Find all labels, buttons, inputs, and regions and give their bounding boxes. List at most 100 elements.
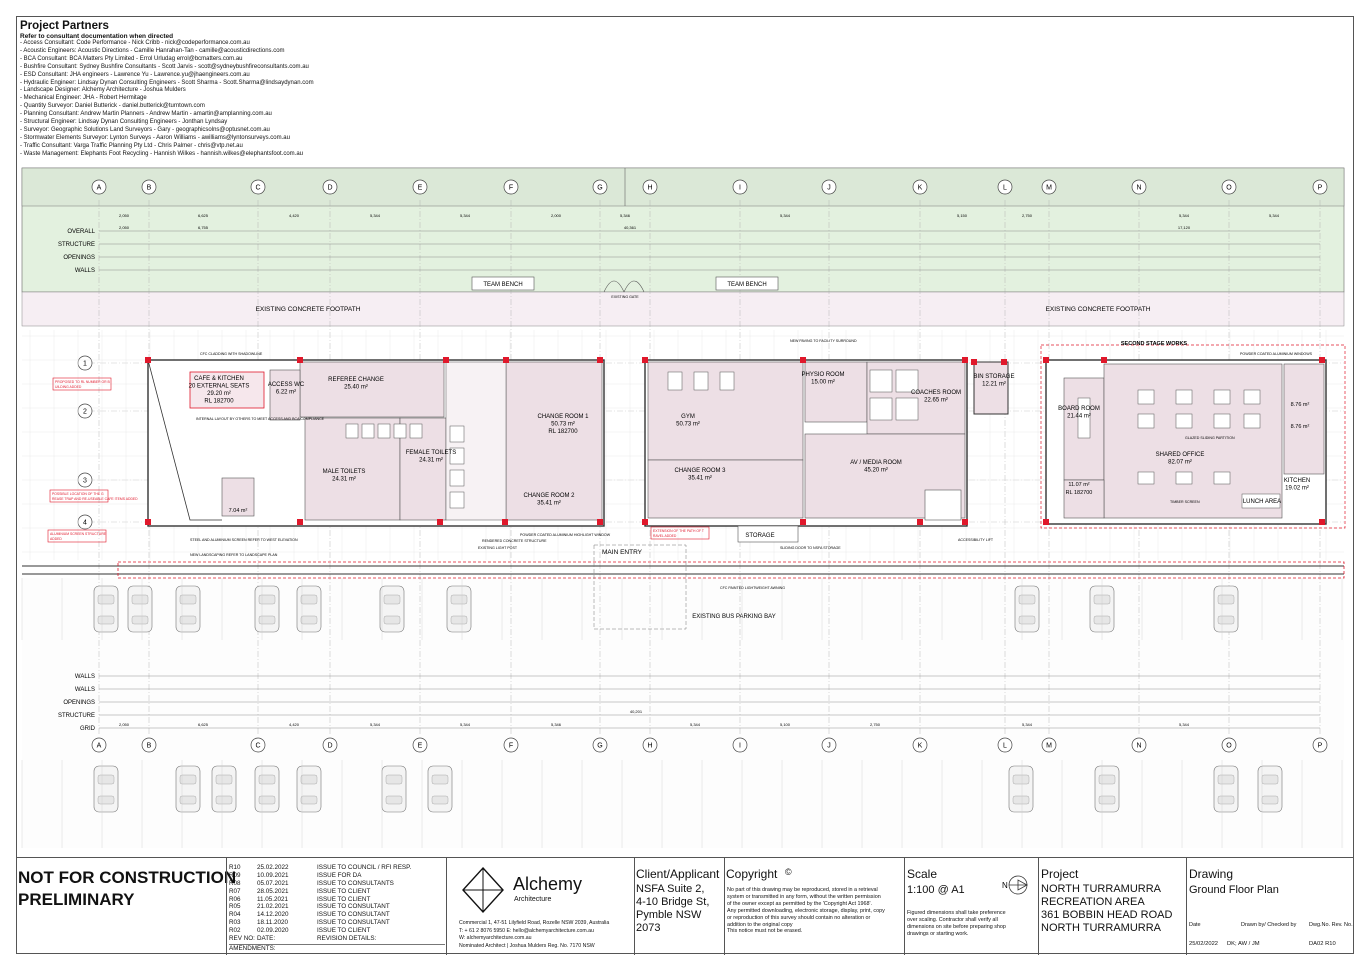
dimension-row-label: GRID: [80, 726, 96, 732]
office-desk: [1213, 413, 1231, 429]
column-marker: [443, 357, 449, 363]
room-label: GYM: [681, 414, 695, 420]
footpath-band: [21, 291, 1345, 327]
room-label: 82.07 m²: [1168, 460, 1192, 466]
parked-car: [254, 585, 280, 633]
grid-bubble: [91, 179, 107, 195]
parked-car-windscreen: [1018, 594, 1036, 605]
toilet-cubicle: [449, 469, 465, 487]
parked-car: [1094, 765, 1120, 813]
parked-car-rear-window: [431, 795, 449, 805]
grid-letter: I: [739, 743, 741, 750]
scale-title: Scale: [907, 867, 938, 881]
room-label: ACCESS WC: [268, 382, 305, 388]
room-label: FEMALE TOILETS: [406, 450, 456, 456]
scale-note: Figured dimensions shall take preference…: [907, 910, 1006, 938]
parked-car-windscreen: [1098, 774, 1116, 785]
grid-letter: A: [97, 185, 102, 192]
drawn-value: DK; AW / JM: [1227, 941, 1260, 947]
parked-car-windscreen: [431, 774, 449, 785]
grid-letter: F: [509, 185, 513, 192]
dimension-value: 2,000: [551, 213, 562, 218]
dimension-row-label: OVERALL: [67, 229, 95, 235]
storage-label: STORAGE: [745, 533, 774, 539]
revision-cell-c1: R08: [229, 879, 241, 887]
grid-bubble: [91, 737, 107, 753]
parked-car: [296, 585, 322, 633]
status-line-2: PRELIMINARY: [18, 890, 135, 909]
plan-note: INTERNAL LAYOUT BY OTHERS TO MEET ACCESS…: [196, 417, 325, 421]
revision-cell-c3: ISSUE FOR DA: [317, 871, 362, 879]
room-label: SHARED OFFICE: [1156, 452, 1205, 458]
dimension-value: 2,050: [119, 213, 130, 218]
dimension-row-label: STRUCTURE: [58, 242, 95, 248]
plan-note: POWDER COATED ALUMINIUM HIGHLIGHT WINDOW: [520, 533, 611, 537]
revision-cell-c3: REVISION DETAILS:: [317, 935, 377, 943]
grid-bubble: [912, 737, 928, 753]
dwg-label: Dwg.No. Rev. No.: [1309, 922, 1353, 928]
parked-car-windscreen: [258, 594, 276, 605]
copyright-line-3: Any permitted downloading, electronic st…: [727, 907, 885, 914]
firm-cell: Alchemy Architecture Commercial 1, 47-51…: [446, 858, 634, 955]
plan-note: POWDER COATED ALUMINIUM WINDOWS: [1240, 352, 1313, 356]
room-label: 15.00 m²: [811, 380, 835, 386]
column-marker: [971, 359, 977, 365]
grid-letter: O: [1226, 743, 1232, 750]
parked-car-rear-window: [300, 615, 318, 625]
grid-letter: J: [827, 185, 831, 192]
dimension-value: 5,150: [957, 213, 968, 218]
grid-number: 2: [83, 409, 87, 416]
revision-cell-c2: DATE:: [257, 935, 276, 943]
revision-cell-c1: R10: [229, 864, 241, 871]
plan-note: EXISTING LIGHT POST: [478, 546, 518, 550]
room-label: RL 182700: [548, 429, 578, 435]
grid-bubble: [322, 179, 338, 195]
dimension-value: 5,344: [1022, 722, 1033, 727]
parked-car-rear-window: [1261, 795, 1279, 805]
dimension-value: 2,750: [870, 722, 881, 727]
grid-letter: N: [1136, 743, 1141, 750]
grid-number: 1: [83, 361, 87, 368]
toilet-cubicle: [345, 423, 359, 439]
desk: [869, 397, 893, 421]
revision-cell-c3: ISSUE TO CLIENT: [317, 927, 371, 935]
parked-car-windscreen: [300, 594, 318, 605]
red-note: PROPOSED TO RL NUMBER OR B: [55, 380, 111, 384]
parked-car-windscreen: [215, 774, 233, 785]
parked-car-rear-window: [179, 795, 197, 805]
office-desk: [1243, 389, 1261, 405]
scale-note-line-0: Figured dimensions shall take preference: [907, 910, 1006, 916]
plan-note: CFC CLADDING WITH SHADOWLINE: [200, 352, 263, 356]
toilet-cubicle: [449, 425, 465, 443]
building-block-central: [644, 359, 968, 543]
client-line-3: 2073: [636, 922, 661, 934]
grid-letter: K: [918, 185, 923, 192]
grid-letter: N: [1136, 185, 1141, 192]
parked-car-windscreen: [179, 594, 197, 605]
client-line-1: 4-10 Bridge St,: [636, 896, 710, 908]
grid-bubble: [912, 179, 928, 195]
firm-line: T: + 61 2 8076 5950 E: hello@alchemyarch…: [459, 927, 594, 934]
gym-equipment: [693, 371, 709, 391]
room-label: 6.22 m²: [276, 390, 296, 396]
room-label: CHANGE ROOM 3: [674, 468, 726, 474]
column-marker: [297, 519, 303, 525]
board-table: [1077, 397, 1091, 439]
office-desk: [1137, 471, 1155, 485]
grid-bubble: [1131, 179, 1147, 195]
scale-note-line-2: dimensions on site before preparing shop: [907, 923, 1006, 930]
red-note-box: [650, 526, 710, 540]
firm-name: Alchemy: [513, 874, 583, 894]
grid-letter: M: [1046, 743, 1052, 750]
parked-car: [93, 585, 119, 633]
partner-item: - Mechanical Engineer: JHA - Robert Herm…: [20, 95, 147, 102]
parked-car-windscreen: [258, 774, 276, 785]
room-label: AV / MEDIA ROOM: [850, 460, 902, 466]
room-label: 12.21 m²: [982, 382, 1006, 388]
dimension-row-label: STRUCTURE: [58, 713, 95, 719]
dimension-value: 5,346: [620, 213, 631, 218]
